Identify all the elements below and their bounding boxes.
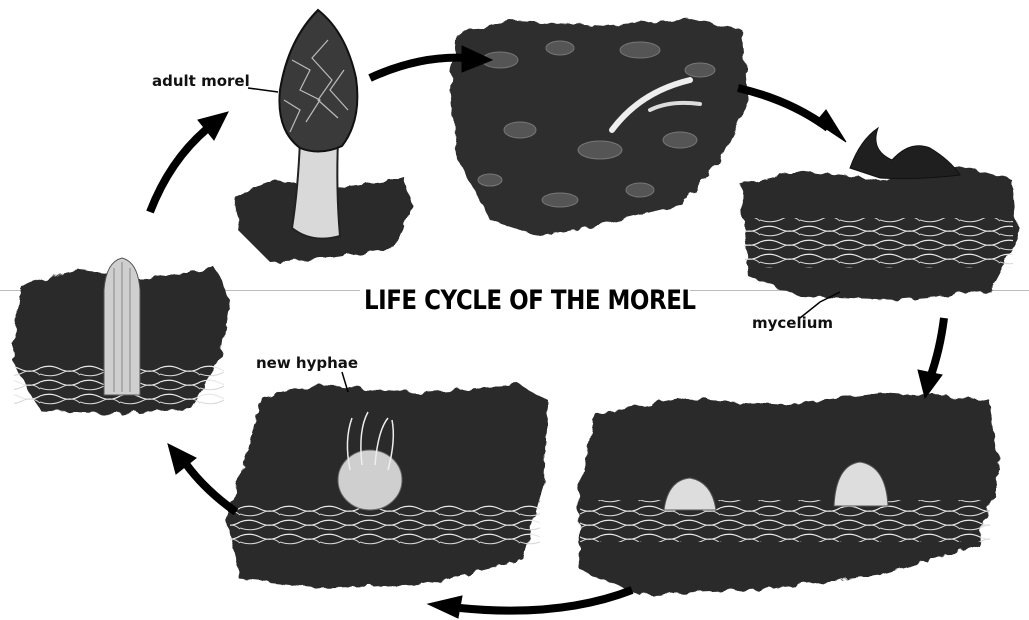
leader-adult-morel [248, 88, 278, 92]
mycelium-layer [745, 218, 1013, 268]
label-mycelium: mycelium [752, 314, 833, 332]
label-adult-morel: adult morel [152, 72, 250, 90]
soil-surface [450, 18, 748, 236]
stage-adult-morel [234, 10, 412, 262]
mycelium-layer [580, 500, 990, 542]
arrow-head [918, 370, 942, 398]
stage-new-hyphae [226, 385, 548, 588]
stage-primordia [578, 392, 1000, 595]
morel-stem [292, 140, 340, 239]
stage-young-morel [12, 258, 230, 414]
diagram-title: LIFE CYCLE OF THE MOREL [364, 286, 696, 316]
stage-mycelium [740, 128, 1018, 300]
soil-block [578, 392, 1000, 595]
mycelium-layer [230, 505, 540, 545]
stage-spores [450, 18, 748, 236]
arrow-head [428, 596, 462, 618]
sprouting-spores [850, 128, 960, 179]
label-new-hyphae: new hyphae [256, 354, 358, 372]
